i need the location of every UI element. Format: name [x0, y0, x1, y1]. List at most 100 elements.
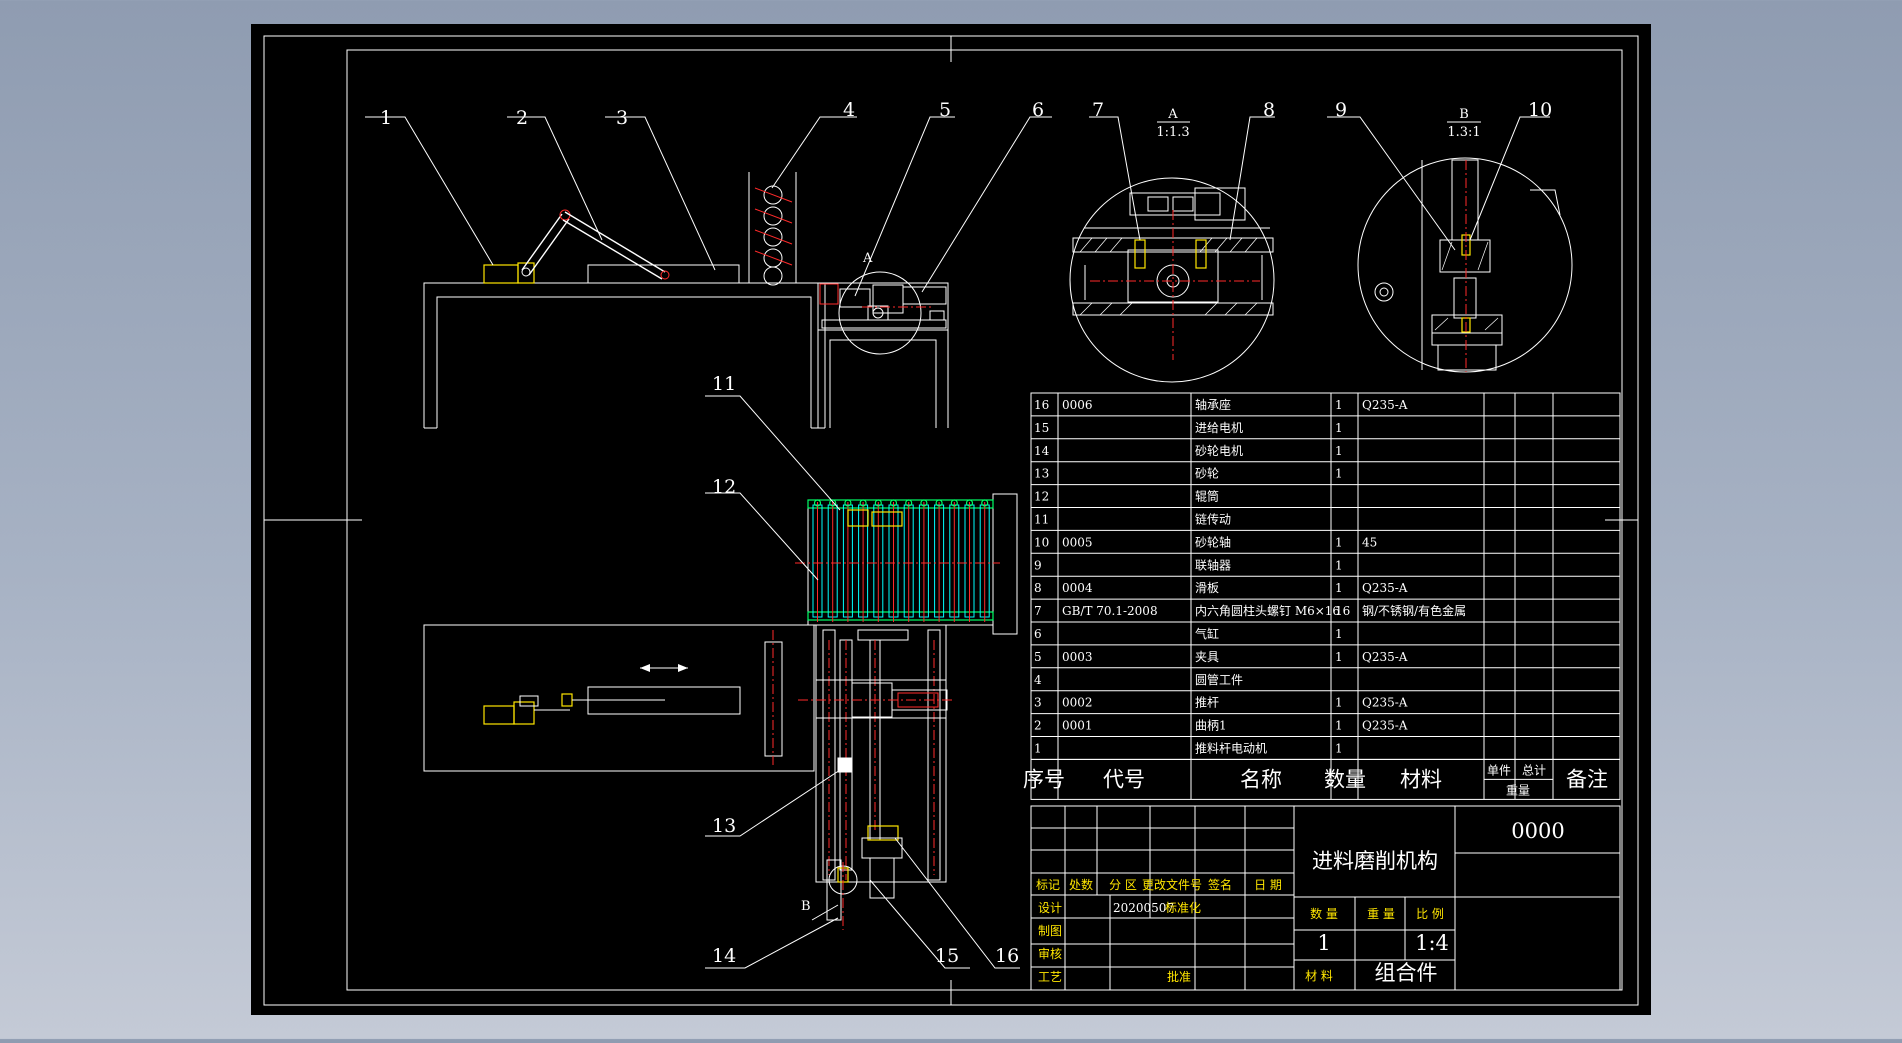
bom-cell-name: 联轴器 — [1195, 557, 1231, 572]
bom-cell-code: 0004 — [1062, 581, 1093, 595]
bom-cell-code: GB/T 70.1-2008 — [1062, 604, 1158, 618]
bom-cell-material: Q235-A — [1362, 581, 1408, 595]
rev-header-3: 更改文件号 — [1142, 877, 1202, 892]
label-material: 材 料 — [1305, 969, 1333, 983]
rev-header-0: 标记 — [1036, 878, 1060, 892]
leader-label-13: 13 — [712, 815, 736, 837]
bom-cell-qty: 1 — [1335, 467, 1343, 481]
bom-cell-name: 曲柄1 — [1195, 719, 1227, 733]
side-view-table — [423, 172, 949, 429]
bom-cell-qty: 1 — [1335, 398, 1343, 412]
bom-cell-material: 钢/不锈钢/有色金属 — [1362, 603, 1466, 618]
rev-header-5: 日 期 — [1254, 878, 1282, 892]
bom-cell-no: 8 — [1034, 581, 1042, 595]
view-b-scale: 1.3:1 — [1447, 125, 1480, 140]
bom-cell-name: 轴承座 — [1195, 397, 1231, 412]
material-value: 组合件 — [1375, 961, 1438, 985]
plan-view — [423, 624, 815, 772]
rev-header-1: 处数 — [1069, 877, 1093, 892]
qty-value: 1 — [1317, 931, 1330, 955]
bom-cell-no: 9 — [1034, 558, 1042, 572]
bom-cell-no: 1 — [1034, 742, 1042, 756]
bom-cell-qty: 1 — [1335, 719, 1343, 733]
label-design: 设计 — [1038, 901, 1062, 915]
bom-cell-no: 13 — [1034, 467, 1049, 481]
bom-cell-no: 4 — [1034, 673, 1042, 687]
detail-view-b — [1357, 157, 1573, 373]
bom-cell-no: 16 — [1034, 398, 1049, 412]
bom-cell-material: 45 — [1362, 535, 1377, 549]
bom-cell-material: Q235-A — [1362, 398, 1408, 412]
label-process: 工艺 — [1038, 970, 1062, 984]
bom-cell-name: 气缸 — [1195, 626, 1219, 641]
bom-cell-code: 0002 — [1062, 696, 1093, 710]
leader-label-4: 4 — [843, 99, 855, 121]
drawing-title: 进料磨削机构 — [1312, 849, 1438, 873]
bom-cell-name: 砂轮 — [1195, 467, 1219, 481]
bom-cell-code: 0006 — [1062, 398, 1093, 412]
leader-label-15: 15 — [935, 945, 959, 967]
bom-cell-no: 15 — [1034, 421, 1049, 435]
bom-cell-qty: 1 — [1335, 444, 1343, 458]
scale-value: 1:4 — [1415, 931, 1449, 955]
section-marker-a: A — [862, 251, 873, 266]
label-approve: 批准 — [1167, 969, 1191, 984]
bom-cell-no: 11 — [1034, 513, 1049, 527]
bom-header-material: 材料 — [1400, 767, 1442, 791]
bom-cell-qty: 1 — [1335, 742, 1343, 756]
balloon-labels: 1 2 3 4 5 6 7 8 9 10 11 12 13 14 15 16 A… — [380, 99, 1552, 967]
leader-label-3: 3 — [616, 107, 628, 129]
bom-cell-code: 0001 — [1062, 719, 1093, 733]
bom-header-name: 名称 — [1240, 767, 1282, 791]
leader-label-14: 14 — [712, 945, 736, 967]
bom-cell-no: 6 — [1034, 627, 1042, 641]
bom-cell-material: Q235-A — [1362, 650, 1408, 664]
label-standardize: 标准化 — [1165, 901, 1201, 915]
label-draw: 制图 — [1038, 924, 1062, 938]
bom-cell-no: 12 — [1034, 490, 1049, 504]
leader-label-1: 1 — [380, 107, 392, 129]
bom-header-qty: 数量 — [1324, 767, 1366, 791]
bom-cell-qty: 1 — [1335, 558, 1343, 572]
view-a-letter: A — [1167, 107, 1178, 122]
roller-conveyor — [795, 493, 1018, 635]
leader-label-5: 5 — [939, 99, 951, 121]
leader-label-9: 9 — [1335, 99, 1347, 121]
center-marks — [264, 36, 1638, 1005]
bom-cell-code: 0003 — [1062, 650, 1093, 664]
bom-cell-material: Q235-A — [1362, 719, 1408, 733]
leader-label-2: 2 — [516, 107, 528, 129]
leader-label-7: 7 — [1092, 99, 1104, 121]
bom-cell-qty: 16 — [1335, 604, 1350, 618]
label-check: 审核 — [1038, 946, 1062, 961]
bom-cell-no: 7 — [1034, 604, 1042, 618]
bom-cell-no: 10 — [1034, 535, 1049, 549]
leader-lines — [365, 116, 1550, 969]
drawing-number: 0000 — [1511, 819, 1564, 843]
bom-cell-name: 圆管工件 — [1195, 672, 1243, 687]
bom-header-total: 总计 — [1522, 763, 1546, 777]
leader-label-6: 6 — [1032, 99, 1044, 121]
view-a-scale: 1:1.3 — [1156, 125, 1189, 140]
rev-header-2: 分 区 — [1109, 878, 1137, 892]
bom-cell-name: 砂轮轴 — [1195, 534, 1231, 549]
label-weight: 重 量 — [1367, 907, 1395, 921]
bom-cell-no: 3 — [1034, 696, 1042, 710]
section-marker-b: B — [801, 899, 811, 914]
label-scale: 比 例 — [1416, 907, 1444, 921]
detail-view-a — [1069, 177, 1275, 383]
leader-label-16: 16 — [995, 945, 1019, 967]
bom-header-code: 代号 — [1103, 767, 1145, 791]
tube-stack — [748, 172, 797, 286]
bom-cell-qty: 1 — [1335, 696, 1343, 710]
bom-cell-name: 夹具 — [1195, 650, 1219, 664]
bom-cell-qty: 1 — [1335, 650, 1343, 664]
label-qty: 数 量 — [1310, 906, 1338, 921]
bom-cell-no: 2 — [1034, 719, 1042, 733]
rev-header-4: 签名 — [1208, 877, 1232, 892]
bom-cell-qty: 1 — [1335, 581, 1343, 595]
